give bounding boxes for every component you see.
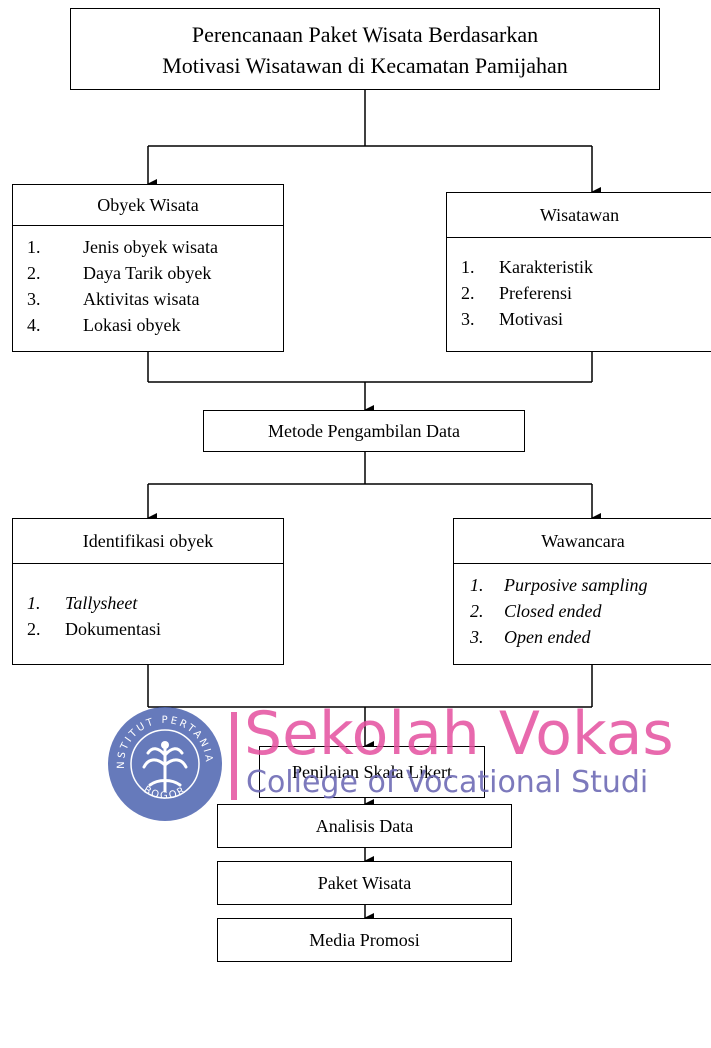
obyek-wisata-header: Obyek Wisata [13, 185, 283, 226]
identifikasi-box: Identifikasi obyek 1. Tallysheet 2. Doku… [12, 518, 284, 665]
paket-label: Paket Wisata [317, 873, 412, 893]
wisatawan-item-3-label: Motivasi [499, 309, 564, 329]
obyek-wisata-box: Obyek Wisata 1. Jenis obyek wisata 2. Da… [12, 184, 284, 352]
wawancara-item-3-label: Open ended [504, 627, 591, 647]
obyek-item-3-label: Aktivitas wisata [83, 289, 200, 309]
identifikasi-header: Identifikasi obyek [13, 519, 283, 564]
penilaian-label: Penilaian Skala Likert [292, 762, 452, 782]
identifikasi-item-1-label: Tallysheet [65, 593, 138, 613]
wisatawan-item-2-num: 2. [461, 283, 475, 303]
wisatawan-box: Wisatawan 1. Karakteristik 2. Preferensi… [446, 192, 711, 352]
wawancara-item-1-label: Purposive sampling [504, 575, 648, 595]
title-line-2: Motivasi Wisatawan di Kecamatan Pamijaha… [162, 53, 568, 78]
obyek-item-3-num: 3. [27, 289, 41, 309]
wisatawan-header: Wisatawan [447, 193, 711, 238]
obyek-item-4-label: Lokasi obyek [83, 315, 181, 335]
wisatawan-item-2-label: Preferensi [499, 283, 572, 303]
metode-label: Metode Pengambilan Data [268, 421, 460, 441]
wawancara-item-2-num: 2. [470, 601, 484, 621]
media-label: Media Promosi [309, 930, 420, 950]
wawancara-item-2-label: Closed ended [504, 601, 602, 621]
title-box: Perencanaan Paket Wisata Berdasarkan Mot… [70, 8, 660, 90]
penilaian-box: Penilaian Skala Likert [259, 746, 485, 798]
title-line-1: Perencanaan Paket Wisata Berdasarkan [191, 22, 539, 47]
obyek-item-4-num: 4. [27, 315, 41, 335]
obyek-item-1-num: 1. [27, 237, 41, 257]
wawancara-box: Wawancara 1. Purposive sampling 2. Close… [453, 518, 711, 665]
wisatawan-item-1-label: Karakteristik [499, 257, 593, 277]
analisis-label: Analisis Data [315, 816, 414, 836]
wawancara-item-3-num: 3. [470, 627, 484, 647]
identifikasi-item-2-num: 2. [27, 619, 41, 639]
wisatawan-item-1-num: 1. [461, 257, 475, 277]
metode-box: Metode Pengambilan Data [203, 410, 525, 452]
media-box: Media Promosi [217, 918, 512, 962]
obyek-item-2-num: 2. [27, 263, 41, 283]
analisis-box: Analisis Data [217, 804, 512, 848]
wawancara-header: Wawancara [454, 519, 711, 564]
obyek-item-2-label: Daya Tarik obyek [83, 263, 212, 283]
paket-box: Paket Wisata [217, 861, 512, 905]
wawancara-item-1-num: 1. [470, 575, 484, 595]
obyek-item-1-label: Jenis obyek wisata [83, 237, 218, 257]
identifikasi-item-2-label: Dokumentasi [65, 619, 161, 639]
wisatawan-item-3-num: 3. [461, 309, 475, 329]
identifikasi-item-1-num: 1. [27, 593, 41, 613]
